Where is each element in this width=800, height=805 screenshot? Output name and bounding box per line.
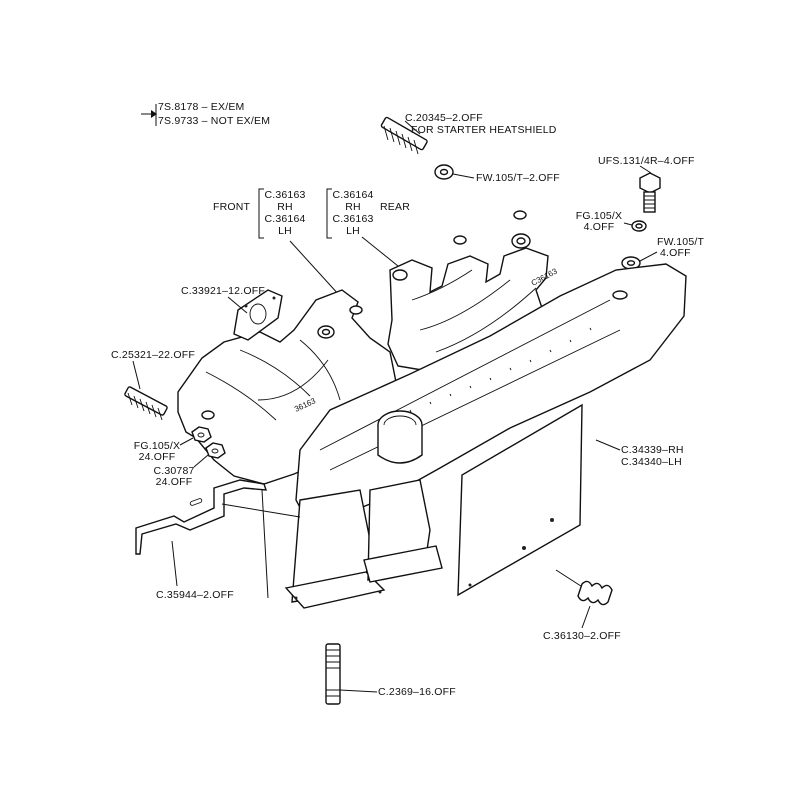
leader-nut-24	[179, 437, 194, 446]
label-rear-rh: RH	[345, 201, 361, 213]
leader-heatshield	[595, 439, 621, 451]
leader-stud-heatshield	[404, 120, 421, 135]
label-stud-heatshield-code: C.20345–2.OFF	[405, 112, 483, 124]
label-front-rh-code: C.36163	[264, 189, 306, 201]
label-front: FRONT	[213, 201, 251, 213]
bracket-front-codes	[258, 188, 264, 239]
label-rear-rh-code: C.36164	[332, 189, 374, 201]
leader-nut-4	[623, 222, 633, 226]
nut-c30787	[205, 442, 226, 459]
stud-c20345	[380, 116, 428, 155]
washer-fw105-4	[621, 256, 641, 270]
label-washer-fw105-4-qty: 4.OFF	[660, 247, 691, 259]
label-nut-c30787: C.30787	[153, 465, 195, 477]
label-spring-c36130: C.36130–2.OFF	[543, 630, 621, 642]
bracket-c35944	[135, 479, 268, 555]
legend-ex-em: 7S.8178 – EX/EM	[158, 101, 245, 113]
gasket-c33921	[233, 289, 283, 341]
spring-c36130	[555, 569, 613, 606]
leader-nut-30787	[193, 454, 209, 468]
leader-gasket	[227, 296, 248, 314]
nut-fg105-4	[631, 220, 647, 232]
label-bracket-c35944: C.35944–2.OFF	[156, 589, 234, 601]
label-front-lh: LH	[278, 225, 292, 237]
bracket-rear-codes	[326, 188, 332, 239]
stud-c25321	[124, 386, 168, 421]
leader-stud-25321	[132, 360, 141, 390]
stud-c2369	[325, 643, 341, 705]
nut-fg105-24	[191, 426, 212, 443]
leader-rear-manifold	[361, 236, 399, 267]
leader-bracket	[171, 540, 178, 587]
leader-washer-4	[639, 251, 658, 262]
label-front-lh-code: C.36164	[264, 213, 306, 225]
bolt-ufs131	[639, 172, 661, 213]
label-bolt-ufs131: UFS.131/4R–4.OFF	[598, 155, 695, 167]
label-gasket: C.33921–12.OFF	[181, 285, 265, 297]
washer-fw105-2	[434, 164, 454, 180]
label-washer-fw105-2: FW.105/T–2.OFF	[476, 172, 560, 184]
label-rear-lh-code: C.36163	[332, 213, 374, 225]
label-rear-lh: LH	[346, 225, 360, 237]
label-nut-fg105-4: FG.105/X	[575, 210, 623, 222]
label-stud-25321: C.25321–22.OFF	[111, 349, 195, 361]
leader-bracket-to-pipe-b	[261, 489, 269, 599]
leader-bracket-to-pipe-a	[221, 503, 301, 518]
label-nut-c30787-qty: 24.OFF	[155, 476, 193, 488]
label-stud-c2369: C.2369–16.OFF	[378, 686, 456, 698]
label-heatshield-rh: C.34339–RH	[621, 444, 684, 456]
label-nut-fg105-24-qty: 24.OFF	[138, 451, 176, 463]
label-washer-fw105-4: FW.105/T	[657, 236, 705, 248]
leader-stud-2369	[339, 689, 378, 693]
legend-not-ex-em: 7S.9733 – NOT EX/EM	[158, 115, 271, 127]
leader-bolt	[639, 165, 652, 174]
label-front-rh: RH	[277, 201, 293, 213]
label-nut-fg105-24: FG.105/X	[133, 440, 181, 452]
leader-spring	[581, 605, 591, 629]
label-rear: REAR	[380, 201, 410, 213]
label-stud-heatshield-note: FOR STARTER HEATSHIELD	[411, 124, 557, 136]
legend-arrow	[141, 104, 157, 126]
leader-washer-2	[452, 173, 475, 179]
label-heatshield-lh: C.34340–LH	[621, 456, 682, 468]
leader-front-manifold	[289, 240, 341, 297]
label-nut-fg105-4-qty: 4.OFF	[583, 221, 615, 233]
downpipe-flanges	[284, 410, 443, 609]
